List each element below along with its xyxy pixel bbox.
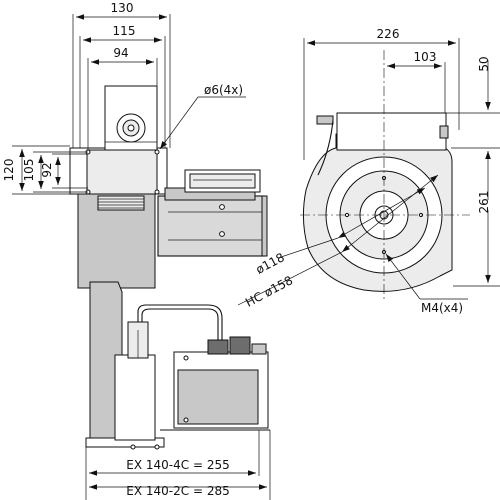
cable [137, 304, 223, 342]
gland-3 [251, 343, 267, 355]
base-screw-1 [130, 444, 136, 450]
bracket-side [114, 354, 156, 441]
m4-leader [385, 253, 421, 300]
bottom-left-dimensions: EX 140-4C = 255 EX 140-2C = 285 [85, 430, 271, 500]
gland-2 [229, 336, 251, 355]
screw-2 [219, 231, 225, 237]
top-left-view [69, 85, 268, 289]
motor-endcap [261, 195, 268, 257]
gland-1 [207, 339, 229, 355]
motor-body [157, 195, 265, 257]
hole-br [154, 189, 160, 195]
screw-1 [219, 204, 225, 210]
outlet-lug [439, 125, 449, 139]
flange-strip [86, 149, 158, 195]
hole-tr [154, 149, 160, 155]
hole-leader [159, 96, 199, 150]
dim-94-label: 94 [113, 46, 128, 60]
dim-115-label: 115 [113, 24, 136, 38]
motor-screw-2 [183, 417, 189, 423]
m4-label: M4(x4) [421, 301, 463, 315]
vent-grille [97, 195, 145, 211]
wheel-hub [127, 124, 135, 132]
terminal-lid [189, 173, 256, 189]
base-screw-2 [154, 444, 160, 450]
dim-92-label: 92 [40, 162, 54, 177]
right-view [300, 50, 470, 300]
dim-226-label: 226 [377, 27, 400, 41]
outlet-block [336, 112, 447, 151]
dim-50-label: 50 [477, 56, 491, 71]
motor-screw-1 [183, 355, 189, 361]
dim-261-label: 261 [477, 191, 491, 214]
top-left-dimensions: 130 115 94 ø6(4x) 120 105 92 [2, 1, 246, 195]
bottom-left-view [85, 281, 270, 450]
dim-4c-label: EX 140-4C = 255 [126, 458, 229, 472]
dim-130-label: 130 [111, 1, 134, 15]
dim-105-label: 105 [22, 159, 36, 182]
dim-120-label: 120 [2, 159, 16, 182]
dim-line-158 [341, 174, 439, 253]
hole-label: ø6(4x) [204, 83, 243, 97]
side-lug [316, 115, 334, 125]
hc-158-label: HC ø158 [243, 273, 295, 310]
dim-2c-label: EX 140-2C = 285 [126, 484, 229, 498]
motor-inner [177, 369, 259, 425]
dim-103-label: 103 [414, 50, 437, 64]
